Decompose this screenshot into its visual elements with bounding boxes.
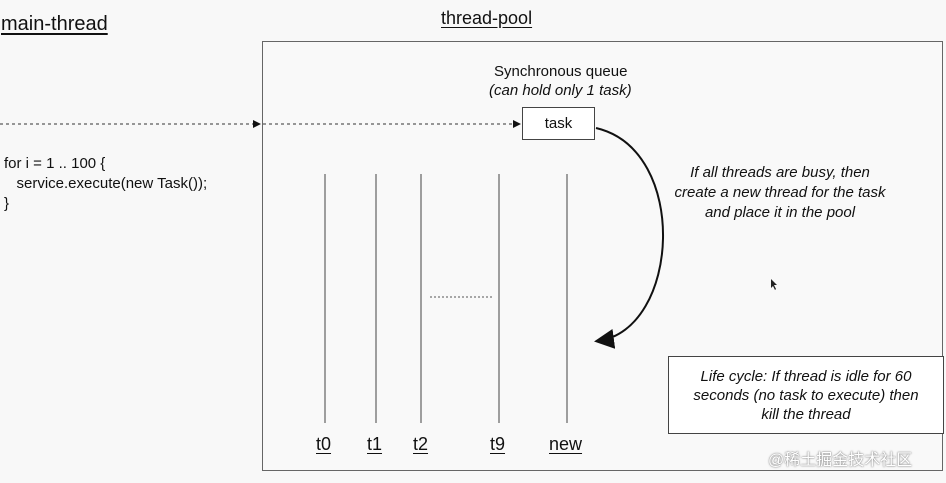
thread-label-t9: t9 [490,434,506,454]
task-label: task [544,115,573,132]
lifecycle-line: kill the thread [761,406,851,423]
code-line: service.execute(new Task()); [4,175,208,192]
queue-title: Synchronous queue [494,63,628,80]
new-thread-note: If all threads are busy, then create a n… [660,163,900,223]
lifecycle-line: Life cycle: If thread is idle for 60 [700,368,912,385]
code-line: for i = 1 .. 100 { [4,155,106,172]
code-block: for i = 1 .. 100 { service.execute(new T… [4,154,207,214]
thread-label-t2: t2 [413,434,429,454]
code-line: } [4,195,10,212]
thread-label-t1: t1 [367,434,383,454]
thread-label-t0: t0 [316,434,332,454]
mouse-cursor-icon [771,279,777,290]
note-line: create a new thread for the task [674,184,886,201]
main-thread-title: main-thread [1,13,108,35]
lifecycle-line: seconds (no task to execute) then [693,387,919,404]
thread-label-new: new [549,434,583,454]
thread-pool-title: thread-pool [441,8,533,28]
note-line: If all threads are busy, then [690,164,870,181]
note-line: and place it in the pool [704,204,856,221]
queue-subtitle: (can hold only 1 task) [489,82,632,99]
watermark: @稀土掘金技术社区 [768,452,913,469]
lifecycle-box: Life cycle: If thread is idle for 60 sec… [668,356,944,434]
curved-arrow-new-thread [594,127,664,349]
task-box: task [522,107,595,140]
